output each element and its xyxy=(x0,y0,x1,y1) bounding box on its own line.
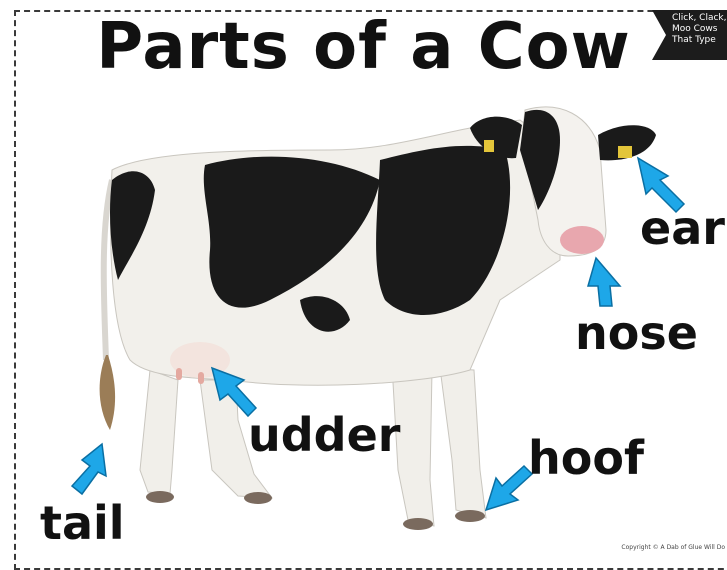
label-ear: ear xyxy=(640,205,725,251)
label-nose: nose xyxy=(575,310,698,356)
label-udder: udder xyxy=(248,412,401,458)
arrow-tail-icon xyxy=(72,444,106,494)
cow-body xyxy=(110,120,560,385)
label-tail: tail xyxy=(40,500,125,546)
arrow-nose-icon xyxy=(588,258,620,306)
arrow-hoof-icon xyxy=(486,466,532,510)
label-hoof: hoof xyxy=(528,435,644,481)
copyright-text: Copyright © A Dab of Glue Will Do xyxy=(621,544,725,551)
